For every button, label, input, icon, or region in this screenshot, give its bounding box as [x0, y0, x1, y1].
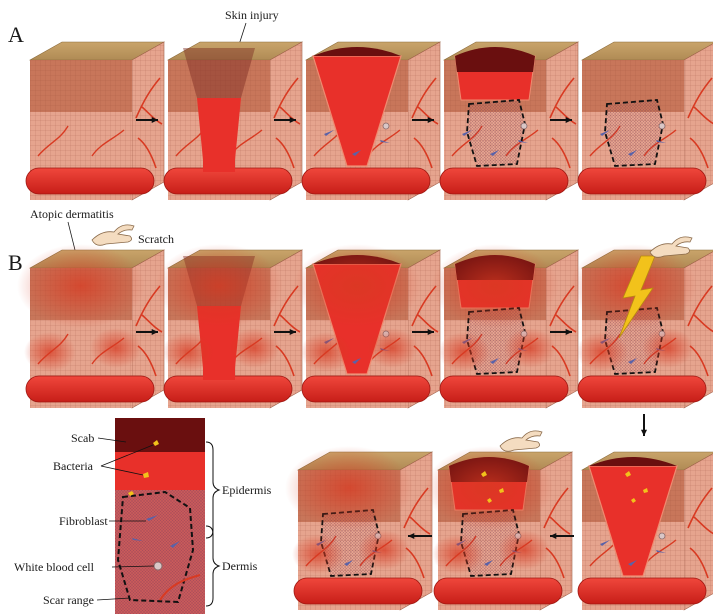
scar-outline: [467, 100, 525, 166]
atopic-dermatitis-label: Atopic dermatitis: [30, 207, 114, 221]
legend-white-blood-cell: [154, 562, 162, 570]
scratch-label: Scratch: [138, 232, 174, 246]
arrow-down-icon-head: [641, 430, 647, 436]
panel-a-label: A: [8, 22, 24, 47]
inflammation-cloud: [504, 328, 556, 368]
legend-bacteria-label: Bacteria: [53, 459, 94, 473]
inflammation-cloud: [285, 446, 413, 530]
inflammation-cloud: [90, 328, 142, 368]
blood-vessel: [578, 168, 706, 194]
skin-block-b3: [293, 244, 440, 408]
white-blood-cell: [383, 123, 389, 129]
legend-fibroblast-label: Fibroblast: [59, 514, 108, 528]
blood-vessel: [26, 168, 154, 194]
wound-to-vessel: [203, 364, 235, 380]
inflammation-cloud: [438, 332, 490, 372]
panel-b-label: B: [8, 250, 23, 275]
wound-cavity: [197, 98, 241, 160]
pointing-hand-icon: [500, 431, 542, 451]
legend-scab: [115, 418, 205, 452]
white-blood-cell: [659, 123, 665, 129]
blood-vessel: [578, 578, 706, 604]
inflammation-cloud: [366, 328, 418, 368]
epidermis-label: Epidermis: [222, 483, 272, 497]
legend-section: [115, 418, 205, 614]
skin-block-b1: [17, 225, 164, 408]
skin-block-b5: [569, 237, 713, 408]
legend-scar-range-label: Scar range: [43, 593, 94, 607]
blood-vessel: [440, 168, 568, 194]
inflammation-cloud: [228, 328, 280, 368]
blood-vessel: [302, 376, 430, 402]
skin-injury-label: Skin injury: [225, 8, 279, 22]
skin-block-c3: [578, 452, 713, 610]
inflammation-cloud: [293, 244, 421, 328]
pointing-hand-icon: [92, 225, 134, 245]
scar-outline: [605, 100, 663, 166]
epidermis-brace: [206, 442, 219, 538]
white-blood-cell: [659, 533, 665, 539]
pointing-hand-icon: [650, 237, 692, 257]
blood-vessel: [434, 578, 562, 604]
inflammation-cloud: [431, 244, 559, 328]
legend-scab-label: Scab: [71, 431, 94, 445]
inflammation-cloud: [155, 244, 283, 328]
inflammation-cloud: [292, 534, 344, 574]
skin-block-a5: [578, 42, 713, 200]
blood-vessel: [294, 578, 422, 604]
block-epidermis-mesh: [30, 60, 132, 112]
skin-block-b2: [155, 244, 302, 408]
skin-block-c1: [285, 446, 432, 610]
inflammation-cloud: [576, 332, 628, 372]
dermis-label: Dermis: [222, 559, 258, 573]
skin-block-c2: [425, 431, 572, 610]
inflammation-cloud: [425, 446, 553, 530]
blood-vessel: [26, 376, 154, 402]
legend-white-blood-cell-label: White blood cell: [14, 560, 95, 574]
wound-to-vessel: [203, 156, 235, 172]
inflammation-cloud: [300, 332, 352, 372]
skin-block-b4: [431, 244, 578, 408]
inflammation-cloud: [432, 534, 484, 574]
blood-vessel: [302, 168, 430, 194]
inflammation-cloud: [642, 328, 694, 368]
blood-vessel: [440, 376, 568, 402]
blood-vessel: [578, 376, 706, 402]
white-blood-cell: [521, 123, 527, 129]
inflammation-cloud: [498, 530, 550, 570]
inflammation-cloud: [24, 332, 76, 372]
inflammation-cloud: [358, 530, 410, 570]
inflammation-cloud: [17, 244, 145, 328]
